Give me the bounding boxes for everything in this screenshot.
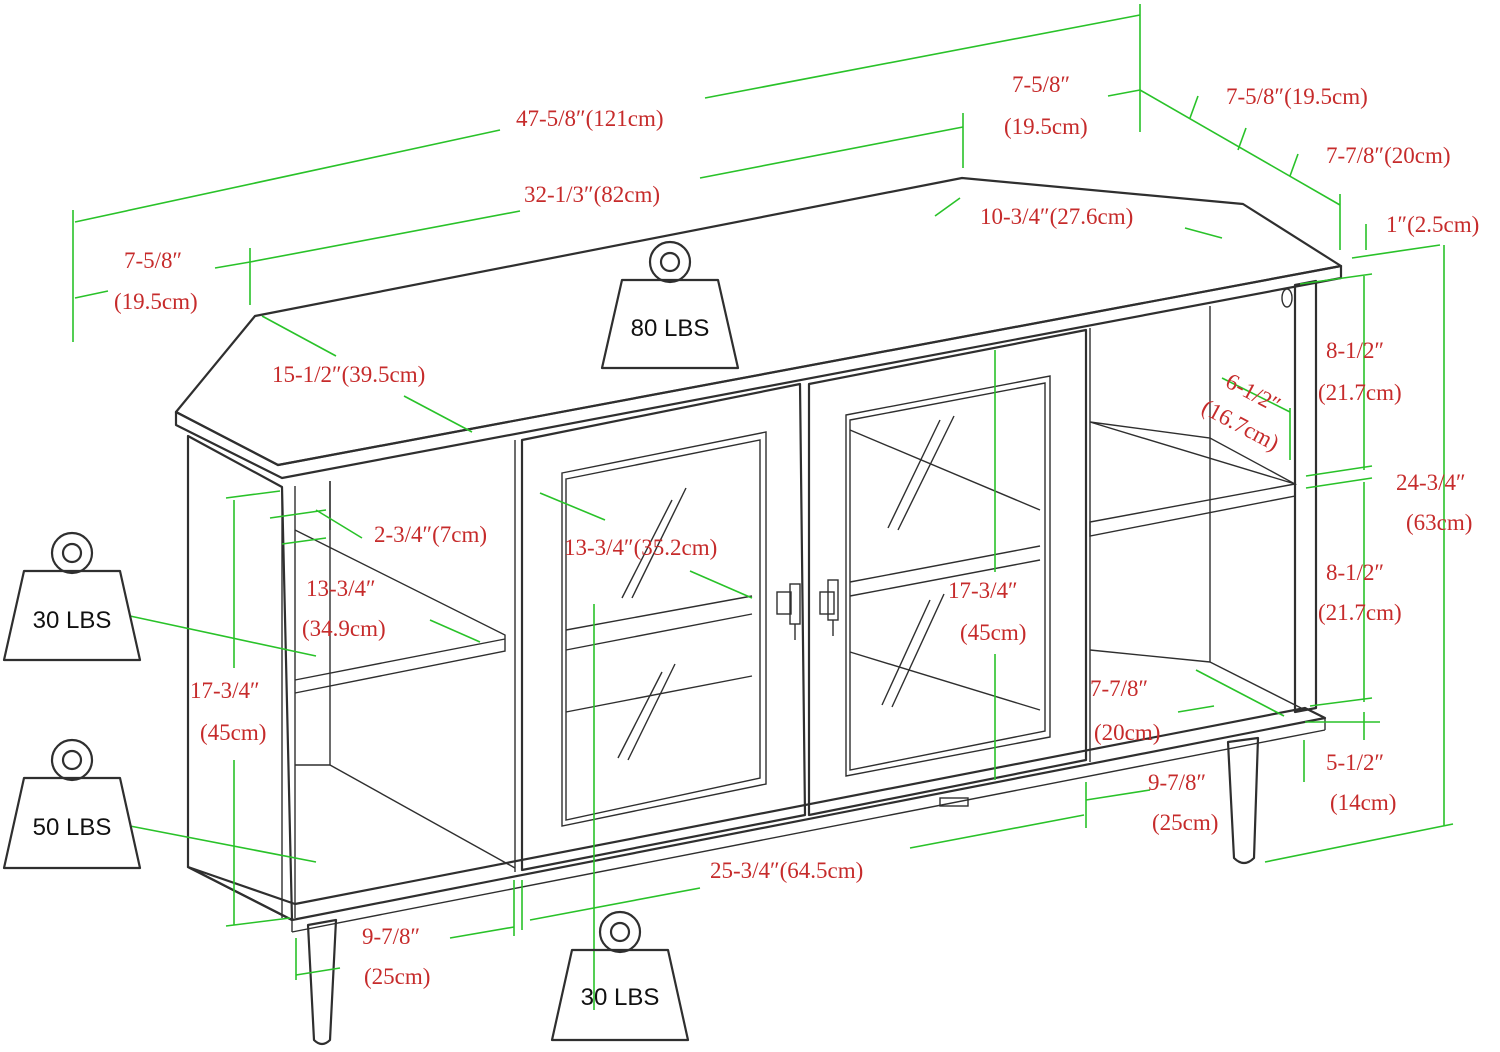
weight-top: 80 LBS [600,240,740,370]
dim-back-corner-width: 10-3/4″(27.6cm) [980,204,1133,229]
dim-left-shelf-depth-in: 13-3/4″ [306,576,376,601]
dim-right-side-depth: 7-7/8″(20cm) [1326,143,1451,168]
weight-cabinet: 30 LBS [550,910,690,1042]
dim-cabinet-width: 25-3/4″(64.5cm) [710,858,863,883]
tv-stand-drawing [174,176,1343,1046]
dim-total-height-in: 24-3/4″ [1396,470,1466,495]
dim-right-bottom-depth-in: 7-7/8″ [1090,676,1148,701]
dim-door-inner-width: 13-3/4″(35.2cm) [564,535,717,560]
dim-left-diagonal: 15-1/2″(39.5cm) [272,362,425,387]
dim-door-height-in: 17-3/4″ [948,578,1018,603]
weight-label-left-shelf: 30 LBS [33,607,112,634]
dim-lower-shelf-right-cm: (21.7cm) [1318,600,1402,625]
dim-right-side-width: 7-5/8″(19.5cm) [1226,84,1368,109]
dim-right-leg-inset-in: 9-7/8″ [1148,770,1206,795]
base-plank [186,706,1327,922]
dim-left-shelf-depth-cm: (34.9cm) [302,616,386,641]
dim-left-height-cm: (45cm) [200,720,266,745]
dim-left-leg-inset-cm: (25cm) [364,964,430,989]
leg-front-left [306,918,338,1046]
dim-top-right-corner-cm: (19.5cm) [1004,114,1088,139]
dim-front-top-width: 32-1/3″(82cm) [524,182,660,207]
dim-right-leg-inset-cm: (25cm) [1152,810,1218,835]
weight-left-shelf: 30 LBS [2,531,142,662]
dim-upper-shelf-right-cm: (21.7cm) [1318,380,1402,405]
dim-left-corner-in: 7-5/8″ [124,248,182,273]
dim-left-corner-cm: (19.5cm) [114,289,198,314]
dim-overall-width: 47-5/8″(121cm) [516,106,664,131]
dimension-lines [72,4,1454,1010]
left-door [520,382,807,872]
dim-right-bottom-depth-cm: (20cm) [1094,720,1160,745]
door-handles [776,579,839,640]
dim-door-height-cm: (45cm) [960,620,1026,645]
dim-leg-height-cm: (14cm) [1330,790,1396,815]
tabletop [174,176,1343,467]
dim-total-height-cm: (63cm) [1406,510,1472,535]
dim-top-right-corner-in: 7-5/8″ [1012,72,1070,97]
dim-left-leg-inset-in: 9-7/8″ [362,924,420,949]
dim-lower-shelf-right-in: 8-1/2″ [1326,560,1384,585]
dim-leg-height-in: 5-1/2″ [1326,750,1384,775]
weight-label-top: 80 LBS [631,315,710,342]
right-door [807,328,1088,817]
right-side-panel [1293,279,1318,714]
weight-label-bottom-left: 50 LBS [33,814,112,841]
weight-label-cabinet: 30 LBS [581,984,660,1011]
leg-front-right [1226,736,1260,865]
dim-top-thickness: 1″(2.5cm) [1386,212,1479,237]
dim-upper-shelf-right-in: 8-1/2″ [1326,338,1384,363]
weight-bottom-left: 50 LBS [2,738,142,870]
dim-left-shelf-inset: 2-3/4″(7cm) [374,522,487,547]
dim-left-height-in: 17-3/4″ [190,678,260,703]
